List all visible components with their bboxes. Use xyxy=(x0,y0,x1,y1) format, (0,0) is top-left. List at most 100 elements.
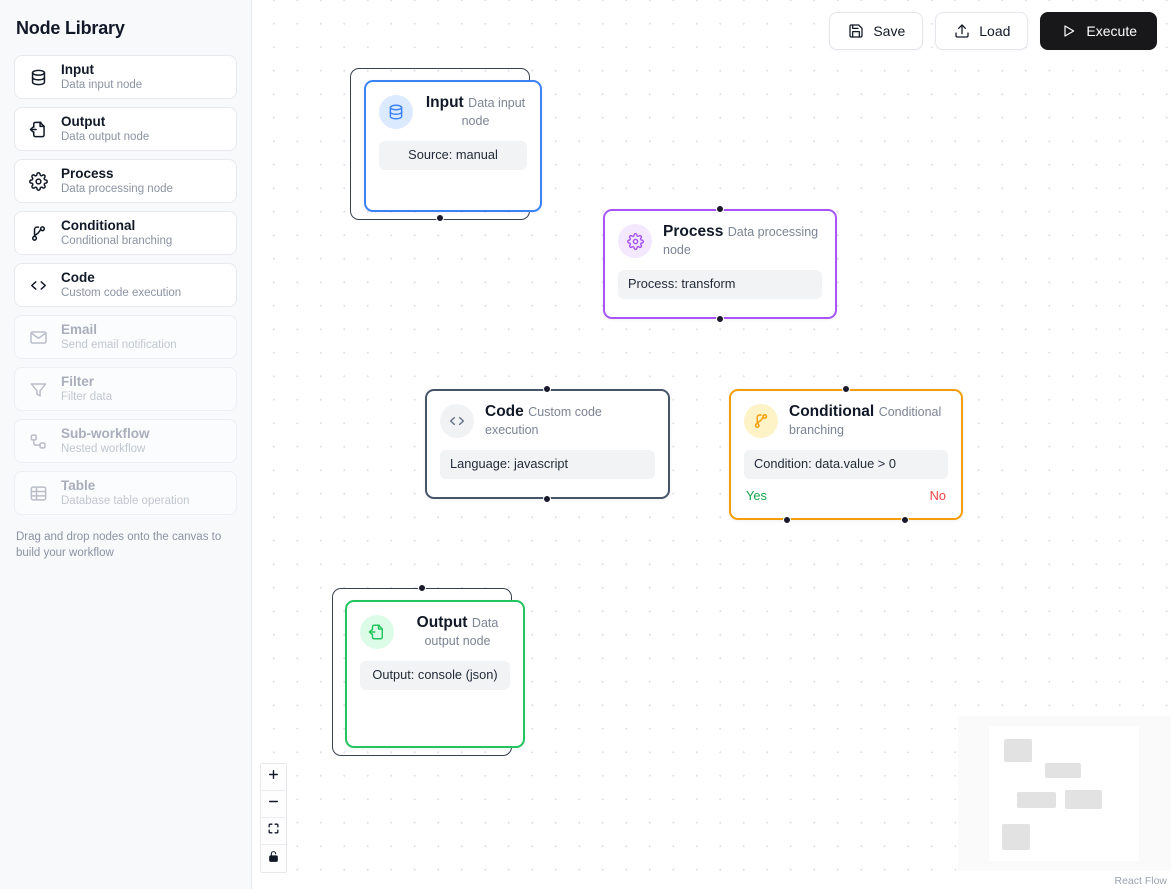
node-title: Process xyxy=(663,223,724,240)
sidebar-item-output[interactable]: Output Data output node xyxy=(14,107,237,151)
table-icon xyxy=(27,482,49,504)
load-button[interactable]: Load xyxy=(935,12,1029,50)
sidebar-item-label: Conditional xyxy=(61,217,136,233)
fit-view-icon xyxy=(267,822,280,840)
code-brackets-icon xyxy=(27,274,49,296)
node-card-conditional[interactable]: Conditional Conditional branching Condit… xyxy=(729,389,963,520)
lock-icon xyxy=(267,850,280,868)
sidebar-item-conditional[interactable]: Conditional Conditional branching xyxy=(14,211,237,255)
branch-label-yes: Yes xyxy=(746,487,767,503)
minimap[interactable] xyxy=(958,716,1171,871)
execute-label: Execute xyxy=(1086,23,1137,39)
minimap-node xyxy=(1004,739,1032,762)
page-title: Node Library xyxy=(16,18,125,38)
workflow-icon xyxy=(27,430,49,452)
lock-button[interactable] xyxy=(261,845,286,872)
sidebar-item-label: Input xyxy=(61,61,94,77)
minimap-node xyxy=(1045,763,1081,778)
sidebar-item-desc: Send email notification xyxy=(61,338,177,351)
gear-icon xyxy=(618,224,652,258)
sidebar-item-label: Sub-workflow xyxy=(61,425,150,441)
attribution-label: React Flow xyxy=(1114,875,1167,887)
file-export-icon xyxy=(360,615,394,649)
node-handle-source[interactable] xyxy=(436,214,444,222)
node-subtitle: Conditional branching xyxy=(789,405,942,437)
sidebar-item-desc: Custom code execution xyxy=(61,286,182,299)
minimap-node xyxy=(1065,790,1102,809)
git-branch-icon xyxy=(27,222,49,244)
node-conditional[interactable]: Conditional Conditional branching Condit… xyxy=(729,385,963,524)
node-subtitle: Data output node xyxy=(424,616,499,648)
sidebar-item-desc: Nested workflow xyxy=(61,442,146,455)
execute-button[interactable]: Execute xyxy=(1040,12,1157,50)
node-handle-source[interactable] xyxy=(716,315,724,323)
node-subtitle: Data processing node xyxy=(663,225,819,257)
branch-label-no: No xyxy=(929,487,946,503)
node-title: Input xyxy=(425,94,464,111)
sidebar-item-input[interactable]: Input Data input node xyxy=(14,55,237,99)
sidebar-item-sub-workflow: Sub-workflow Nested workflow xyxy=(14,419,237,463)
fit-view-button[interactable] xyxy=(261,818,286,845)
node-card-code[interactable]: Code Custom code execution Language: jav… xyxy=(425,389,670,499)
floppy-disk-icon xyxy=(847,23,864,40)
sidebar-item-table: Table Database table operation xyxy=(14,471,237,515)
code-brackets-icon xyxy=(440,404,474,438)
node-handle-source-yes[interactable] xyxy=(783,516,791,524)
sidebar-item-process[interactable]: Process Data processing node xyxy=(14,159,237,203)
node-detail-chip: Process: transform xyxy=(618,270,822,299)
node-handle-source[interactable] xyxy=(543,495,551,503)
save-button[interactable]: Save xyxy=(829,12,924,50)
zoom-in-button[interactable] xyxy=(261,764,286,791)
minimap-node xyxy=(1002,824,1030,850)
load-label: Load xyxy=(979,23,1011,39)
node-detail-chip: Output: console (json) xyxy=(360,661,510,690)
minimap-node xyxy=(1017,792,1056,808)
node-handle-target[interactable] xyxy=(418,584,426,592)
sidebar-item-desc: Database table operation xyxy=(61,494,190,507)
sidebar-item-label: Process xyxy=(61,165,114,181)
node-card-output[interactable]: Output Data output node Output: console … xyxy=(345,600,525,748)
node-detail-chip: Language: javascript xyxy=(440,450,655,479)
node-output[interactable]: Output Data output node Output: console … xyxy=(332,584,525,756)
node-card-process[interactable]: Process Data processing node Process: tr… xyxy=(603,209,837,319)
node-input[interactable]: Input Data input node Source: manual xyxy=(350,68,542,222)
sidebar-item-label: Code xyxy=(61,269,95,285)
sidebar-hint-text: Drag and drop nodes onto the canvas to b… xyxy=(16,531,222,560)
canvas-controls xyxy=(260,763,287,873)
git-branch-icon xyxy=(744,404,778,438)
node-title: Code xyxy=(485,403,524,420)
database-icon xyxy=(27,66,49,88)
node-library-sidebar: Node Library Input Data input node Outpu… xyxy=(0,0,252,889)
node-handle-target[interactable] xyxy=(543,385,551,393)
funnel-icon xyxy=(27,378,49,400)
upload-icon xyxy=(953,23,970,40)
node-code[interactable]: Code Custom code execution Language: jav… xyxy=(425,385,670,503)
sidebar-item-desc: Filter data xyxy=(61,390,113,403)
minimap-viewport xyxy=(989,726,1139,861)
node-detail-chip: Condition: data.value > 0 xyxy=(744,450,948,479)
sidebar-item-desc: Conditional branching xyxy=(61,234,173,247)
sidebar-item-label: Email xyxy=(61,321,98,337)
envelope-icon xyxy=(27,326,49,348)
sidebar-item-filter: Filter Filter data xyxy=(14,367,237,411)
sidebar-item-desc: Data input node xyxy=(61,78,143,91)
sidebar-item-label: Output xyxy=(61,113,106,129)
gear-icon xyxy=(27,170,49,192)
play-icon xyxy=(1060,23,1077,40)
node-title: Conditional xyxy=(789,403,875,420)
node-handle-target[interactable] xyxy=(842,385,850,393)
sidebar-item-label: Filter xyxy=(61,373,95,389)
flow-canvas[interactable]: Save Load Execute xyxy=(252,0,1171,889)
node-card-input[interactable]: Input Data input node Source: manual xyxy=(364,80,542,212)
node-handle-target[interactable] xyxy=(716,205,724,213)
node-title: Output xyxy=(416,614,468,631)
node-process[interactable]: Process Data processing node Process: tr… xyxy=(603,205,837,323)
node-handle-source-no[interactable] xyxy=(901,516,909,524)
database-icon xyxy=(379,95,413,129)
sidebar-item-desc: Data output node xyxy=(61,130,150,143)
minus-icon xyxy=(267,795,280,813)
sidebar-item-code[interactable]: Code Custom code execution xyxy=(14,263,237,307)
conditional-branch-labels: Yes No xyxy=(744,488,948,503)
zoom-out-button[interactable] xyxy=(261,791,286,818)
